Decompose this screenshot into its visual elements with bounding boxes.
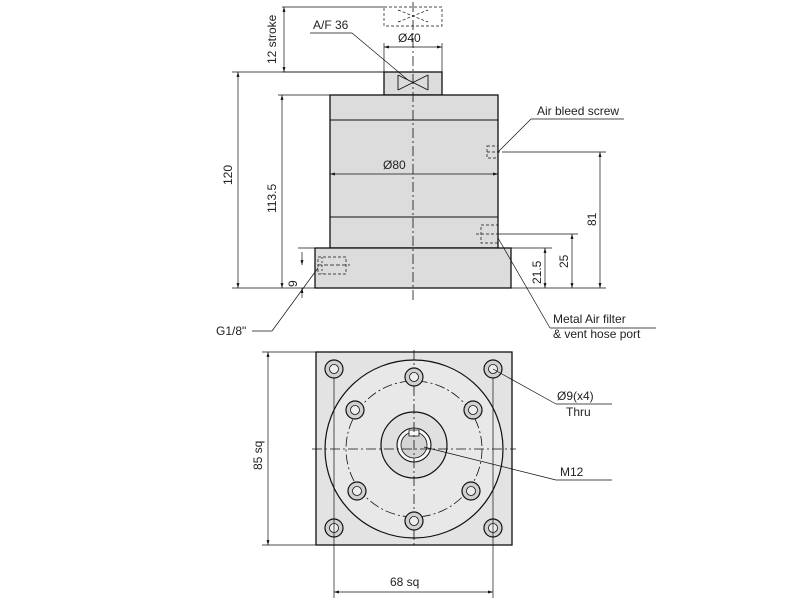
bolt-3 — [463, 400, 483, 420]
label-g18: G1/8" — [216, 324, 246, 338]
plan-dimensions: 85 sq 68 sq Ø9(x4) Thru M12 — [251, 351, 612, 598]
label-dia9-line1: Ø9(x4) — [557, 389, 594, 403]
label-air-bleed: Air bleed screw — [537, 104, 619, 118]
plan-view — [312, 350, 516, 548]
label-dim81: 81 — [585, 212, 599, 226]
label-m12: M12 — [560, 465, 584, 479]
label-dim9: 9 — [286, 280, 300, 287]
bolt-2 — [345, 400, 365, 420]
g18-port-hidden — [317, 256, 350, 275]
label-85sq: 85 sq — [251, 441, 265, 470]
side-view — [232, 2, 606, 300]
cylinder-body — [329, 94, 499, 249]
label-dim25: 25 — [557, 254, 571, 268]
side-dimensions: 12 stroke A/F 36 Ø40 120 113.5 Ø80 9 G1/… — [216, 7, 656, 341]
label-dim21-5: 21.5 — [530, 260, 544, 284]
label-af36: A/F 36 — [313, 18, 349, 32]
label-dia9-line2: Thru — [566, 405, 591, 419]
label-dim120: 120 — [221, 165, 235, 185]
bolt-6 — [404, 511, 424, 531]
bolt-1 — [404, 367, 424, 387]
label-filter-line2: & vent hose port — [553, 327, 641, 341]
label-dim113-5: 113.5 — [265, 184, 279, 213]
label-68sq: 68 sq — [390, 575, 419, 589]
bolt-5 — [461, 481, 481, 501]
label-stroke: 12 stroke — [265, 14, 279, 64]
label-dia80: Ø80 — [383, 158, 406, 172]
bolt-4 — [347, 481, 367, 501]
label-dia40: Ø40 — [398, 31, 421, 45]
label-filter-line1: Metal Air filter — [553, 312, 626, 326]
corner-hole-tl — [324, 359, 344, 379]
